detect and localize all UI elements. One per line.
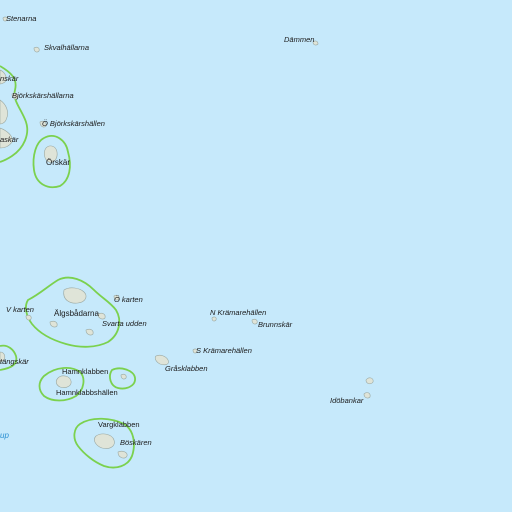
label-boskaren: Böskären [120, 438, 152, 447]
island-idobankar-1 [365, 377, 374, 385]
label-hamnklabben: Hamnklabben [62, 367, 109, 376]
reserve-boundary-north [0, 65, 29, 163]
island-algsbadarna-main [63, 287, 87, 304]
island-s-kramarehallen [192, 348, 198, 354]
island-north-edge-3 [0, 127, 13, 149]
island-algsbadarna-small-2 [85, 328, 94, 336]
label-skvalhallarna: Skvalhällarna [44, 43, 90, 52]
island-vargklabben [94, 433, 115, 449]
label-bjorkskarshallarna: Björkskärshällarna [12, 91, 74, 100]
label-o-bjorkskarshallen: Ö Björkskärshällen [42, 119, 105, 128]
island-north-edge-2 [0, 99, 8, 125]
label-askar-partial: askär [0, 135, 19, 144]
island-o-bjorkskarshallen [39, 120, 47, 128]
label-o-karten: Ö karten [114, 295, 143, 304]
island-bjorkskarshallarna [11, 92, 19, 100]
island-orskar [44, 145, 58, 163]
island-north-edge-1 [0, 69, 7, 85]
island-v-karten [25, 314, 32, 321]
island-idobankar-2 [363, 392, 371, 399]
label-s-kramarehallen: S Krämarehällen [196, 346, 252, 355]
island-dammen [312, 40, 319, 46]
island-hamnklabben [55, 375, 72, 388]
island-grasklabben [154, 354, 169, 366]
island-n-kramarehallen [211, 316, 217, 322]
label-grasklabben: Gråsklabben [165, 364, 208, 373]
reserve-boundary-algsbadarna [25, 276, 121, 348]
island-hamnklabben-islet [120, 373, 127, 380]
island-brunnskar [251, 318, 258, 325]
label-nskar-partial: nskär [0, 74, 19, 83]
reserve-boundaries [0, 65, 136, 469]
label-algsbadarna: Älgsbådarna [54, 309, 99, 318]
label-stenarna: Stenarna [6, 14, 37, 23]
label-orskar: Örskär [46, 158, 70, 167]
label-v-karten: V karten [6, 305, 34, 314]
reserve-boundary-tangskar [0, 344, 18, 371]
island-o-karten [113, 294, 120, 301]
reserve-boundary-hamnklabben [38, 367, 85, 402]
island-tangskar [0, 351, 6, 363]
islands [0, 16, 374, 459]
label-svarta-udden: Svarta udden [102, 319, 147, 328]
reserve-boundary-hamnklabben-islet [109, 367, 136, 390]
label-brunnskar: Brunnskär [258, 320, 293, 329]
island-algsbadarna-small-1 [49, 320, 58, 328]
label-water-partial: up [0, 431, 9, 440]
label-n-kramarehallen: N Krämarehällen [210, 308, 267, 317]
reserve-boundary-orskar [32, 135, 71, 189]
label-dammen: Dämmen [284, 35, 315, 44]
label-tangskar-partial: tängskär [0, 357, 29, 366]
island-svarta-udden [97, 312, 106, 320]
island-stenarna [2, 16, 8, 22]
island-boskaren [117, 450, 128, 459]
label-vargklabben: Vargklabben [98, 420, 140, 429]
label-idobankar: Idöbankar [330, 396, 364, 405]
island-skvalhallarna [33, 46, 40, 53]
reserve-boundary-vargklabben [73, 417, 135, 469]
label-hamnklabbshallen: Hamnklabbshällen [56, 388, 118, 397]
